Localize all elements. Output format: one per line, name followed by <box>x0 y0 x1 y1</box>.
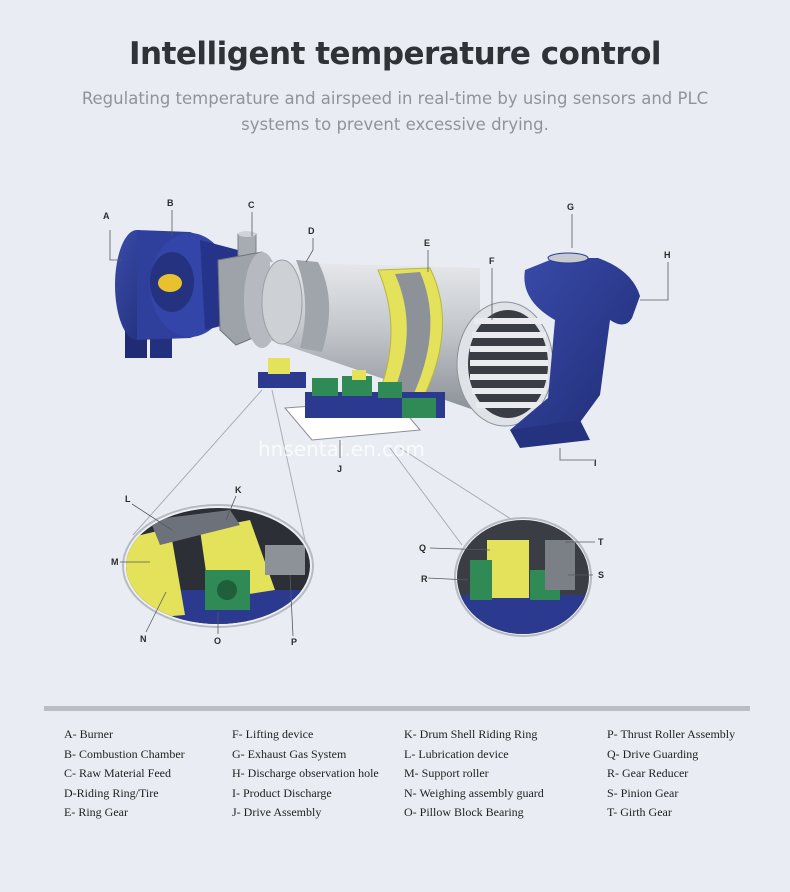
label-f: F <box>489 256 495 266</box>
raw-material-feed <box>237 231 257 257</box>
discharge-hood <box>510 252 640 448</box>
lifting-device <box>456 301 554 427</box>
legend-item: P- Thrust Roller Assembly <box>607 727 736 741</box>
part-labels: A B C D E F G H I J K L M N O P Q R T S <box>103 198 671 647</box>
legend-item: Q- Drive Guarding <box>607 746 699 761</box>
section-divider <box>44 706 750 711</box>
page-subtitle: Regulating temperature and airspeed in r… <box>81 89 709 134</box>
label-b: B <box>167 198 174 208</box>
label-g: G <box>567 202 574 212</box>
legend-column-1: A- Burner B- Combustion Chamber C- Raw M… <box>64 725 185 823</box>
legend-item: S- Pinion Gear <box>607 785 679 800</box>
legend-column-4: P- Thrust Roller Assembly Q- Drive Guard… <box>607 725 735 823</box>
label-t: T <box>598 537 604 547</box>
legend-item: T- Girth Gear <box>607 805 672 820</box>
label-o: O <box>214 636 221 646</box>
watermark-text: hnsentai.en.com <box>258 437 425 461</box>
legend-item: O- Pillow Block Bearing <box>404 805 524 820</box>
label-h: H <box>664 250 671 260</box>
label-l: L <box>125 494 131 504</box>
detail-callout-drive <box>454 517 592 637</box>
label-p: P <box>291 637 297 647</box>
label-j: J <box>337 464 342 474</box>
legend-item: G- Exhaust Gas System <box>232 746 347 761</box>
legend-item: D-Riding Ring/Tire <box>64 785 159 800</box>
label-s: S <box>598 570 604 580</box>
label-e: E <box>424 238 430 248</box>
legend-item: E- Ring Gear <box>64 805 128 820</box>
legend-item: B- Combustion Chamber <box>64 746 185 761</box>
legend-item: L- Lubrication device <box>404 746 509 761</box>
label-m: M <box>111 557 119 567</box>
label-c: C <box>248 200 255 210</box>
legend-column-3: K- Drum Shell Riding Ring L- Lubrication… <box>404 725 544 823</box>
legend-item: N- Weighing assembly guard <box>404 785 544 800</box>
legend-item: M- Support roller <box>404 766 489 781</box>
legend-column-2: F- Lifting device G- Exhaust Gas System … <box>232 725 379 823</box>
detail-callout-support <box>122 504 314 628</box>
label-r: R <box>421 574 428 584</box>
rotary-dryer-diagram: hnsentai.en.com <box>103 198 671 647</box>
legend-item: F- Lifting device <box>232 727 314 741</box>
label-d: D <box>308 226 315 236</box>
label-leaders <box>109 210 669 637</box>
drive-assembly <box>258 358 445 418</box>
label-a: A <box>103 211 110 221</box>
legend-item: J- Drive Assembly <box>232 805 322 820</box>
label-n: N <box>140 634 147 644</box>
legend-item: R- Gear Reducer <box>607 766 689 781</box>
legend-item: C- Raw Material Feed <box>64 766 171 781</box>
page-title: Intelligent temperature control <box>128 36 662 72</box>
label-q: Q <box>419 543 426 553</box>
legend-item: K- Drum Shell Riding Ring <box>404 727 538 741</box>
label-k: K <box>235 485 242 495</box>
legend-item: A- Burner <box>64 727 113 741</box>
legend-item: I- Product Discharge <box>232 785 332 800</box>
legend-item: H- Discharge observation hole <box>232 766 379 781</box>
label-i: I <box>594 458 597 468</box>
